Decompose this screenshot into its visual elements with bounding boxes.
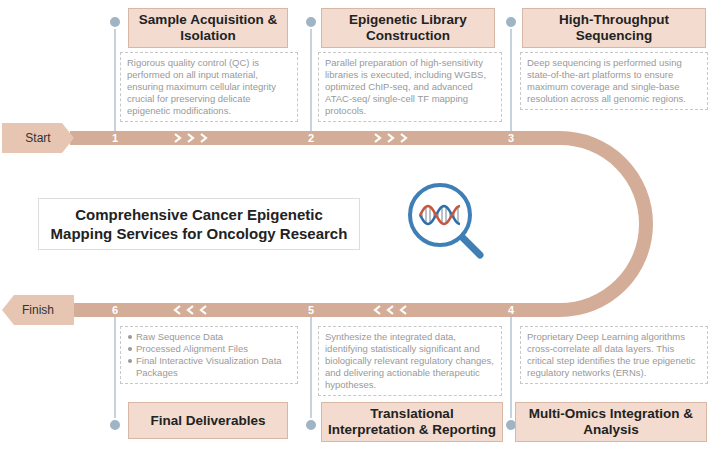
magnifier-icon: [410, 185, 480, 255]
chevron: [388, 306, 393, 314]
helix-rung: [441, 207, 442, 224]
leader-line: [310, 317, 311, 425]
leader-dot: [305, 419, 317, 431]
chevron: [375, 306, 380, 314]
chevron: [375, 134, 380, 142]
callout-number: 3: [503, 131, 519, 145]
chevron: [188, 134, 193, 142]
heading-text: Multi-Omics Integration & Analysis: [522, 406, 700, 438]
callout-number: 2: [303, 131, 319, 145]
bullet-item: Processed Alignment Files: [127, 343, 291, 355]
magnifier-lens: [410, 185, 470, 245]
chevron: [175, 134, 180, 142]
step-heading: Multi-Omics Integration & Analysis: [515, 402, 707, 442]
heading-text: Final Deliverables: [151, 413, 266, 429]
finish-arrow: Finish: [2, 295, 74, 325]
body-text: Start: [25, 131, 50, 145]
body-text: Proprietary Deep Learning algorithms cro…: [527, 331, 701, 379]
step-description: Rigorous quality control (QC) is perform…: [120, 52, 298, 122]
callout-number: 4: [503, 303, 519, 317]
chevron: [401, 306, 406, 314]
deliverables-list: Raw Sequence DataProcessed Alignment Fil…: [120, 326, 298, 384]
chevron: [201, 134, 206, 142]
callout-number: 1: [107, 131, 123, 145]
chevron: [175, 306, 180, 314]
bullet-dot: [128, 335, 132, 339]
body-text: Deep sequencing is performed using state…: [527, 57, 701, 105]
leader-line: [114, 22, 115, 131]
heading-text: Translational Interpretation & Reporting: [328, 406, 496, 438]
start-arrow: Start: [2, 123, 74, 153]
body-text: Synthesize the integrated data, identify…: [325, 331, 495, 391]
heading-text: High-Throughput Sequencing: [529, 12, 699, 44]
arrow-shape: [2, 295, 74, 325]
chevron: [401, 134, 406, 142]
step-heading: Epigenetic Library Construction: [321, 8, 495, 48]
step-heading: Sample Acquisition & Isolation: [128, 8, 288, 48]
leader-line: [510, 22, 511, 131]
body-text: Parallel preparation of high-sensitivity…: [325, 57, 495, 117]
callout-number: 6: [107, 303, 123, 317]
leader-dot: [305, 16, 317, 28]
helix-rung: [429, 207, 430, 224]
helix-strand: [420, 206, 460, 224]
title-text: Comprehensive Cancer Epigenetic Mapping …: [49, 205, 349, 243]
leader-line: [510, 317, 511, 425]
helix-rung: [445, 207, 446, 224]
helix-rung: [457, 207, 458, 224]
title-box: Comprehensive Cancer Epigenetic Mapping …: [38, 198, 360, 250]
leader-line: [310, 22, 311, 131]
leader-dot: [109, 16, 121, 28]
chevron: [201, 306, 206, 314]
bullet-text: Raw Sequence Data: [136, 331, 223, 342]
step-description: Proprietary Deep Learning algorithms cro…: [520, 326, 708, 384]
arrow-shape: [2, 123, 74, 153]
leader-dot: [109, 419, 121, 431]
bullet-dot: [128, 359, 132, 363]
bullet-dot: [128, 347, 132, 351]
step-heading: Final Deliverables: [128, 402, 288, 439]
helix-rung: [425, 207, 426, 224]
step-description: Synthesize the integrated data, identify…: [318, 326, 502, 396]
bullet-text: Final Interactive Visualization Data Pac…: [136, 355, 282, 378]
chevron: [188, 306, 193, 314]
magnifier-handle: [462, 237, 480, 255]
callout-number: 5: [303, 303, 319, 317]
step-heading: High-Throughput Sequencing: [522, 8, 706, 48]
heading-text: Sample Acquisition & Isolation: [135, 12, 281, 44]
chevron: [388, 134, 393, 142]
bullet-item: Raw Sequence Data: [127, 331, 291, 343]
step-description: Parallel preparation of high-sensitivity…: [318, 52, 502, 122]
body-text: Finish: [22, 303, 54, 317]
leader-line: [114, 317, 115, 425]
step-description: Deep sequencing is performed using state…: [520, 52, 708, 110]
helix-strand: [420, 206, 460, 224]
dna-helix: [420, 206, 460, 224]
body-text: Rigorous quality control (QC) is perform…: [127, 57, 291, 117]
heading-text: Epigenetic Library Construction: [328, 12, 488, 44]
step-heading: Translational Interpretation & Reporting: [321, 402, 503, 442]
leader-dot: [505, 16, 517, 28]
bullet-text: Processed Alignment Files: [136, 343, 248, 354]
bullet-item: Final Interactive Visualization Data Pac…: [127, 355, 291, 379]
